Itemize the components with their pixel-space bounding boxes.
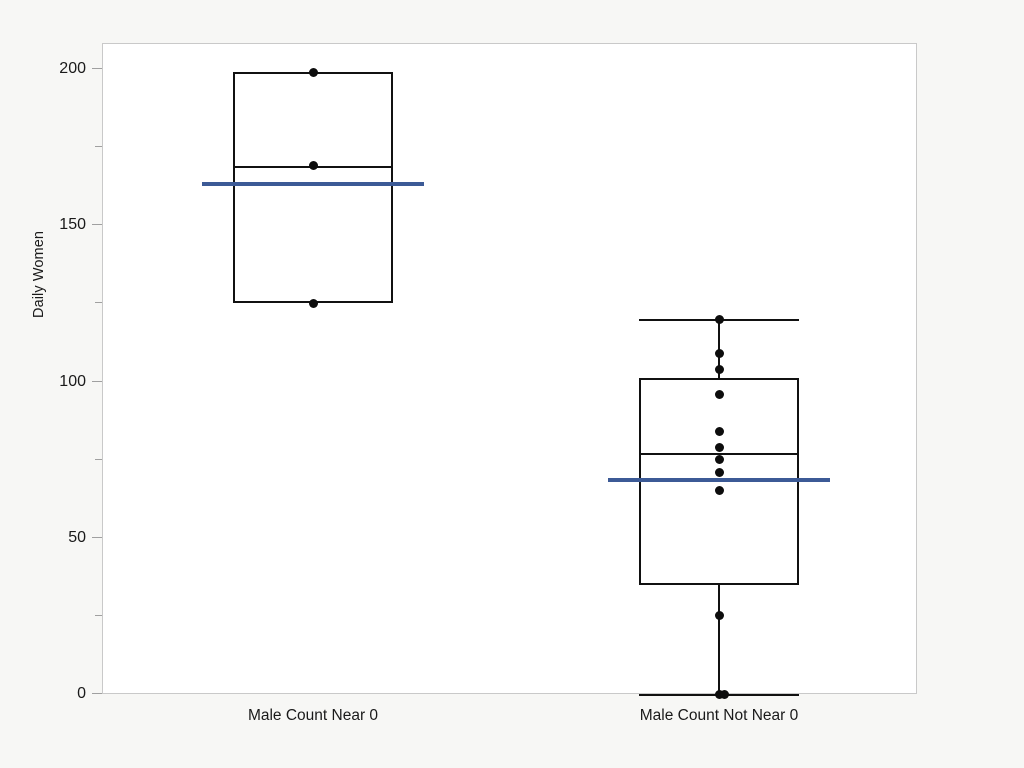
data-point	[720, 689, 729, 699]
data-point	[308, 161, 318, 171]
y-tick-label: 200	[59, 60, 86, 77]
data-point	[308, 298, 318, 308]
y-tick-mark	[95, 614, 102, 616]
data-point	[714, 364, 724, 374]
whisker-stem-upper	[718, 319, 720, 379]
y-tick-mark	[92, 224, 102, 226]
x-axis-label: Male Count Not Near 0	[639, 707, 799, 724]
data-point	[714, 455, 724, 465]
data-point	[714, 689, 724, 699]
data-point	[714, 389, 724, 399]
y-tick-label: 100	[59, 372, 86, 390]
data-point	[308, 67, 318, 77]
plot-area	[102, 43, 917, 699]
plot-frame	[102, 43, 917, 694]
data-point	[714, 314, 724, 324]
y-tick-label: 150	[59, 216, 86, 234]
data-point	[714, 467, 724, 477]
y-tick-mark	[92, 536, 102, 538]
y-axis-title: Daily Women	[31, 230, 47, 318]
data-point	[714, 486, 724, 496]
y-tick-label: 50	[68, 528, 86, 546]
mean-line	[202, 181, 424, 186]
data-point	[714, 348, 724, 358]
mean-line	[608, 478, 830, 483]
x-axis-label: Male Count Near 0	[247, 707, 379, 724]
y-tick-mark	[95, 302, 102, 304]
y-tick-mark	[92, 68, 102, 69]
y-tick-mark	[92, 380, 102, 382]
whisker-stem-lower	[718, 584, 720, 694]
y-tick-label: 0	[77, 685, 86, 702]
y-tick-mark	[92, 693, 102, 694]
data-point	[714, 611, 724, 621]
y-tick-mark	[95, 146, 102, 148]
y-tick-mark	[95, 458, 102, 460]
box-rect	[233, 72, 393, 304]
data-point	[714, 442, 724, 452]
median-line	[639, 453, 799, 456]
data-point	[714, 427, 724, 436]
